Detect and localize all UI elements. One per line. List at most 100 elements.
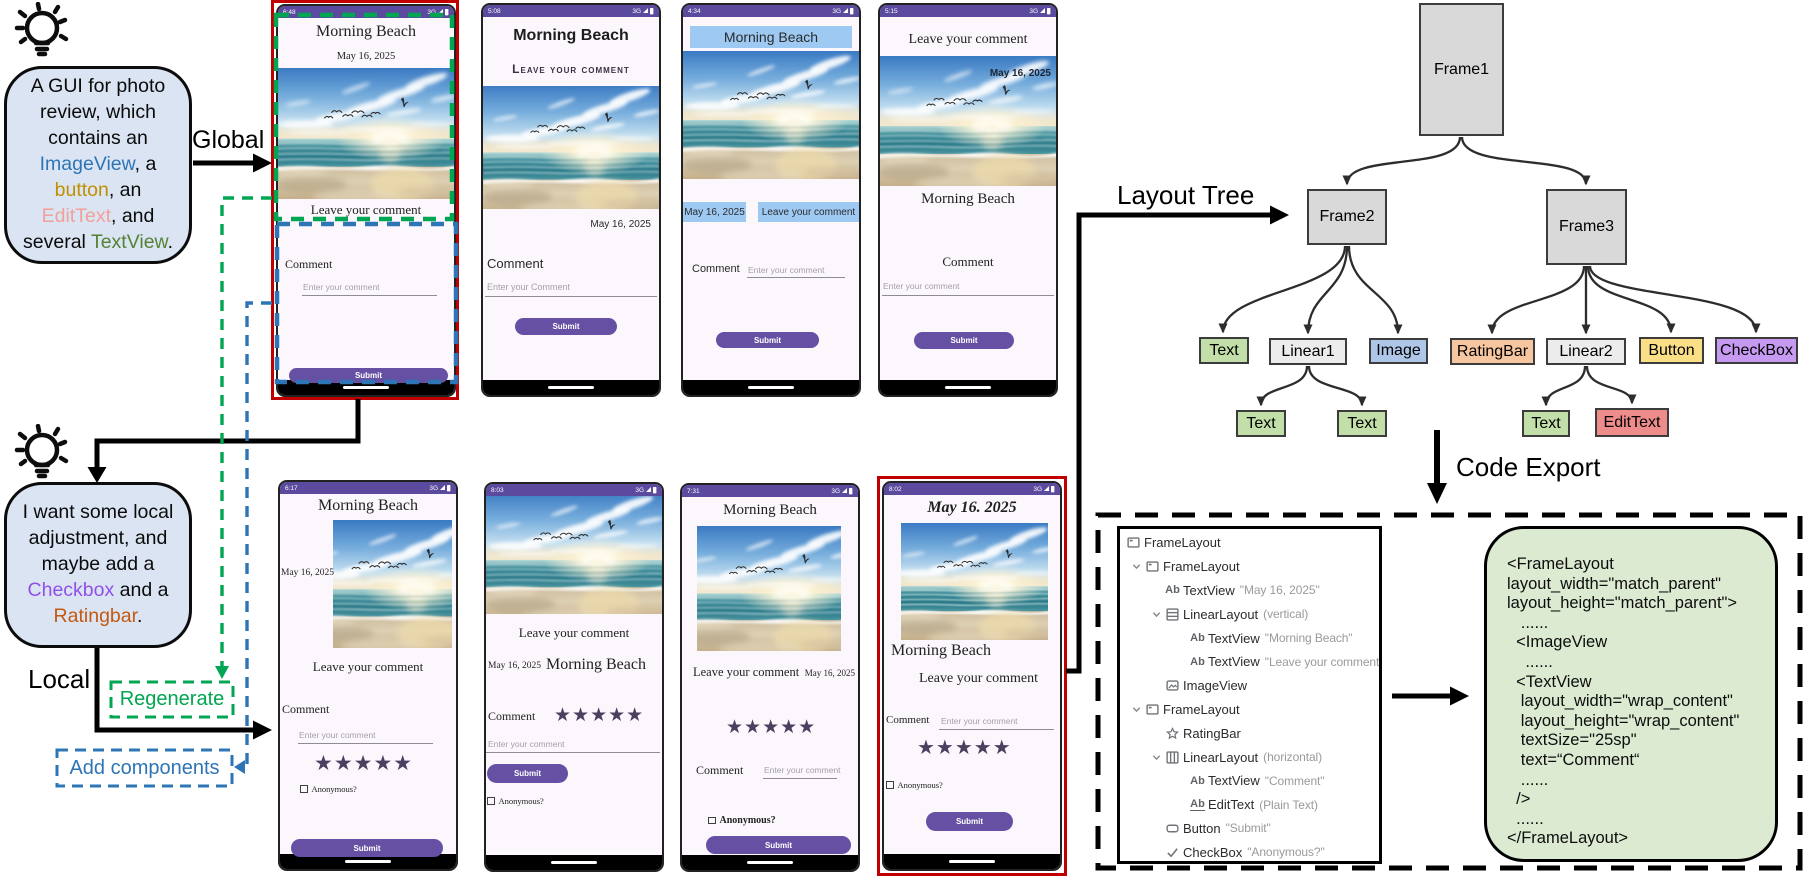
submit-button[interactable]: Submit [291,839,443,857]
network-label: 3G [632,7,641,15]
comment-input-underline [939,719,1054,730]
comment-input[interactable]: Enter your comment [748,265,825,275]
photo-title: Morning Beach [921,191,1015,207]
component-tree-row[interactable]: RatingBar [1120,721,1379,745]
comment-input[interactable]: Enter your comment [303,282,380,292]
component-tree-row[interactable]: Ab TextView "Comment" [1190,773,1325,789]
network-label: 3G [1029,7,1038,15]
comment-input-underline [298,733,433,744]
home-indicator[interactable] [747,860,793,865]
comment-input[interactable]: Enter your comment [299,730,376,740]
home-indicator[interactable] [949,859,995,864]
checkbox-icon[interactable] [886,781,894,789]
rating-bar[interactable]: ★★★★★ [314,752,414,775]
chevron-down-icon[interactable] [1129,705,1144,714]
tree-node-text4: Text [1522,410,1570,437]
home-indicator[interactable] [345,859,391,864]
comment-input[interactable]: Enter your Comment [487,282,571,292]
rating-bar[interactable]: ★★★★★ [917,737,1012,759]
component-tree-row[interactable]: FrameLayout [1120,531,1379,555]
tree-node-ratingbar: RatingBar [1450,338,1535,365]
photo-title: Morning Beach [546,656,646,673]
leave-comment-text: Leave your comment [310,202,422,217]
anonymous-checkbox-row[interactable]: Anonymous? [708,815,776,826]
submit-button[interactable]: Submit [706,836,851,854]
component-tree-row[interactable]: Ab EditText (Plain Text) [1190,797,1318,813]
selected-frame-phone8 [877,476,1067,876]
comment-label: Comment [696,763,744,777]
submit-button[interactable]: Submit [716,332,819,348]
nav-bar [682,855,858,870]
submit-button[interactable]: Submit [914,332,1014,349]
component-tree-row[interactable]: CheckBox "Anonymous?" [1120,840,1379,861]
statusbar-time: 6:17 [285,484,298,492]
submit-button[interactable]: Submit [926,812,1013,831]
component-tree-row[interactable]: Button "Submit" [1120,817,1379,841]
comment-label: Comment [692,263,740,275]
phone8-to-tree-line [1066,212,1271,674]
checkbox-icon[interactable] [708,816,716,825]
component-tree-row[interactable]: Ab TextView "Leave your comment" [1190,654,1382,670]
component-tree-row[interactable]: FrameLayout [1120,698,1379,722]
submit-button[interactable]: Submit [487,764,568,783]
phone-7-statusbar: 7:31 3G [682,485,858,497]
leave-comment-text: Leave your comment [312,659,424,674]
checkbox-icon[interactable] [300,785,308,793]
edge-frame3-button [1586,265,1676,334]
component-tree-row[interactable]: FrameLayout [1120,555,1379,579]
submit-button[interactable]: Submit [515,318,617,335]
home-indicator[interactable] [748,385,794,390]
component-tree-row[interactable]: Ab TextView "Morning Beach" [1190,630,1353,646]
submit-label: Submit [513,769,542,778]
component-tree-row[interactable]: Ab TextView "May 16, 2025" [1165,582,1320,598]
comment-input[interactable]: Enter your comment [941,716,1018,726]
phone-1-screen: Morning Beach May 16, 2025 Leave your co… [278,18,454,383]
home-indicator[interactable] [551,860,597,865]
rating-bar[interactable]: ★★★★★ [726,717,817,738]
comment-input[interactable]: Enter your comment [764,765,841,775]
photo-title: Morning Beach [690,26,852,48]
tree-node-frame1: Frame1 [1419,3,1504,136]
add-components-button[interactable]: Add components [69,756,220,779]
regenerate-dashed-line [220,196,272,668]
comment-input[interactable]: Enter your comment [883,281,960,291]
photo-date: May 16, 2025 [683,202,746,222]
chevron-down-icon[interactable] [1149,753,1164,762]
submit-label: Submit [353,843,381,853]
tree-node-frame3: Frame3 [1546,189,1627,265]
submit-label: Submit [354,371,383,380]
comment-input-underline [302,285,437,296]
edge-frame2-linear1 [1303,245,1349,335]
comment-label: Comment [942,254,994,269]
rating-bar[interactable]: ★★★★★ [554,705,645,726]
component-tree-row[interactable]: LinearLayout (horizontal) [1120,745,1379,769]
comment-label: Comment [886,714,930,726]
anonymous-checkbox-row[interactable]: Anonymous? [886,780,943,790]
component-tree-rows: FrameLayout FrameLayout Ab TextView "May… [1120,531,1382,861]
phone-6: 8:03 3G Leave your comment May 16, 2025 … [484,482,664,872]
home-indicator[interactable] [548,385,594,390]
phone5-arrowhead [253,720,272,740]
statusbar-time: 7:31 [687,487,700,495]
home-indicator[interactable] [945,385,991,390]
phone-5-statusbar: 6:17 3G [280,482,456,494]
nav-bar [884,854,1060,869]
checkbox-icon[interactable] [487,797,495,805]
statusbar-time: 8:03 [491,486,504,494]
edittext-icon: Ab [1190,797,1205,811]
submit-button[interactable]: Submit [289,368,448,383]
linearlayout-vertical-icon [1164,608,1181,621]
statusbar-time: 8:02 [889,485,902,493]
anonymous-checkbox-row[interactable]: Anonymous? [487,796,544,806]
component-tree-row[interactable]: ImageView [1120,674,1379,698]
chevron-down-icon[interactable] [1149,610,1164,619]
component-tree-row[interactable]: LinearLayout (vertical) [1120,602,1379,626]
regenerate-button[interactable]: Regenerate [119,688,225,710]
statusbar-time: 5:08 [488,7,501,15]
anonymous-checkbox-row[interactable]: Anonymous? [300,784,357,794]
home-indicator[interactable] [343,385,389,390]
anonymous-label: Anonymous? [719,815,776,826]
chevron-down-icon[interactable] [1129,562,1144,571]
comment-input-underline [882,285,1054,296]
comment-input[interactable]: Enter your comment [488,739,565,749]
